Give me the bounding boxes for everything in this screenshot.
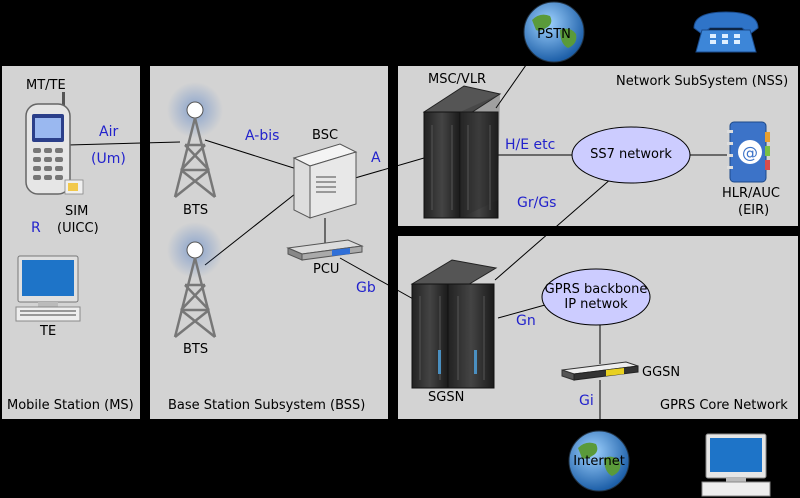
abis-link-1 [204, 139, 301, 171]
r-interface-label: R [31, 220, 41, 236]
pcu-switch-icon [286, 239, 364, 261]
internet-globe-icon [568, 430, 630, 492]
hlr-address-book-icon: @ [727, 121, 770, 183]
bts-tower-icon-2 [167, 222, 223, 338]
um-interface-label: (Um) [91, 151, 126, 167]
ggsn-label: GGSN [642, 365, 681, 380]
bsc-label: BSC [312, 128, 339, 143]
bsc-server-icon [292, 143, 358, 219]
bss-title: Base Station Subsystem (BSS) [168, 398, 366, 413]
te-computer-icon [15, 255, 81, 322]
gn-interface-label: Gn [516, 313, 536, 329]
sim-card-icon [64, 179, 84, 195]
gb-link [339, 257, 416, 301]
mt-te-label: MT/TE [26, 78, 66, 93]
bts-tower-icon-1 [167, 82, 223, 198]
eir-label: (EIR) [738, 203, 770, 218]
sgsn-label: SGSN [428, 390, 465, 405]
msc-vlr-server-icon [422, 85, 502, 219]
grgs-link [494, 177, 613, 281]
pcu-label: PCU [313, 262, 340, 277]
ss7-network-label: SS7 network [590, 147, 672, 162]
svg-text:@: @ [742, 143, 758, 162]
gi-interface-label: Gi [579, 393, 594, 409]
sgsn-server-icon [410, 259, 498, 389]
msc-vlr-label: MSC/VLR [428, 72, 487, 87]
bts-label-2: BTS [183, 342, 209, 357]
he-interface-label: H/E etc [505, 137, 556, 153]
bts-label-1: BTS [183, 203, 209, 218]
uicc-label: (UICC) [57, 221, 99, 236]
connection-lines [67, 44, 730, 433]
gn-link [497, 304, 546, 319]
ggsn-router-icon [561, 361, 639, 381]
gprs-backbone-cloud [541, 268, 651, 326]
gb-interface-label: Gb [356, 280, 376, 296]
mobile-station-title: Mobile Station (MS) [7, 398, 134, 413]
gprs-core-title: GPRS Core Network [660, 398, 788, 413]
internet-label: Internet [573, 454, 625, 469]
air-interface-label: Air [99, 124, 119, 140]
client-computer-icon [701, 433, 771, 497]
mobile-phone-icon [25, 92, 71, 195]
pstn-label: PSTN [537, 27, 571, 42]
a-link [354, 157, 425, 179]
hlr-auc-label: HLR/AUC [722, 186, 780, 201]
pstn-globe-icon [523, 1, 585, 63]
sim-label: SIM [65, 204, 89, 219]
air-link [67, 141, 181, 146]
a-interface-label: A [371, 150, 381, 166]
abis-interface-label: A-bis [245, 128, 280, 144]
grgs-interface-label: Gr/Gs [517, 195, 557, 211]
gprs-backbone-label-line2: IP netwok [564, 297, 628, 312]
gprs-backbone-label-line1: GPRS backbone [544, 282, 648, 297]
ss7-network-cloud [571, 126, 691, 184]
te-label: TE [40, 324, 57, 339]
nss-title: Network SubSystem (NSS) [616, 74, 789, 89]
mobile-station-panel [2, 66, 140, 419]
telephone-icon [693, 11, 759, 53]
msc-pstn-link [495, 44, 541, 109]
